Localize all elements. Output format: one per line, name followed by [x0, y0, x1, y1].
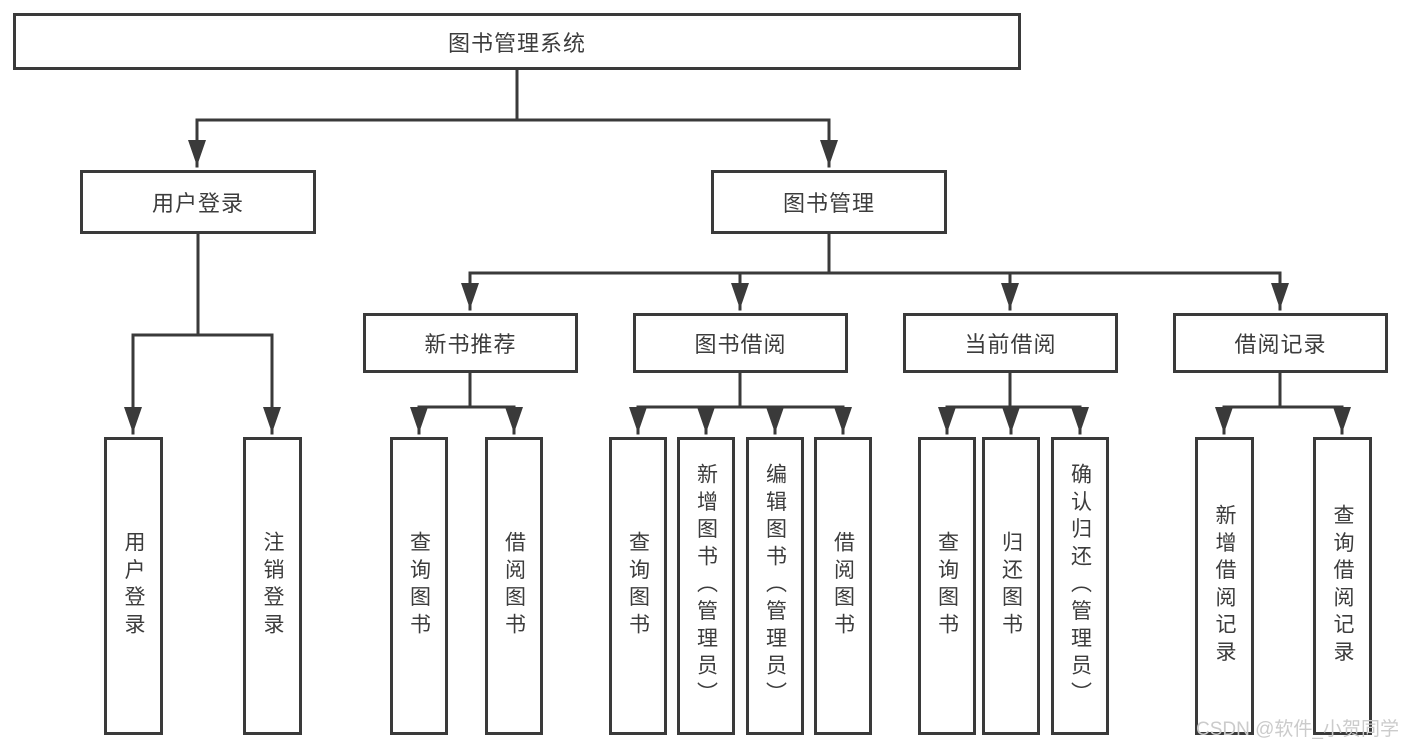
node-new-book-recommend-label: 新书推荐	[424, 332, 517, 357]
leaf-bb-borrow-books-label: 借阅图书	[831, 531, 855, 641]
leaf-logout-login: 注销登录	[243, 437, 302, 735]
leaf-br-add-record: 新增借阅记录	[1195, 437, 1254, 735]
leaf-cb-confirm-return-admin: 确认归还（管理员）	[1051, 437, 1109, 735]
leaf-logout-login-label: 注销登录	[261, 531, 284, 641]
leaf-nb-borrow-books: 借阅图书	[485, 437, 543, 735]
node-current-borrow-label: 当前借阅	[964, 332, 1057, 357]
leaf-cb-query-books: 查询图书	[918, 437, 976, 735]
leaf-cb-return-books-label: 归还图书	[999, 531, 1023, 641]
leaf-nb-query-books-label: 查询图书	[407, 531, 431, 641]
node-borrow-records: 借阅记录	[1173, 313, 1388, 373]
leaf-br-query-record: 查询借阅记录	[1313, 437, 1372, 735]
leaf-user-login: 用户登录	[104, 437, 163, 735]
node-user-login-label: 用户登录	[151, 191, 244, 216]
leaf-bb-borrow-books: 借阅图书	[814, 437, 872, 735]
node-root-label: 图书管理系统	[447, 30, 586, 56]
csdn-watermark: CSDN @软件_小贺同学	[1196, 719, 1399, 740]
node-book-management: 图书管理	[711, 170, 947, 234]
node-new-book-recommend: 新书推荐	[363, 313, 578, 373]
leaf-cb-return-books: 归还图书	[982, 437, 1040, 735]
node-book-management-label: 图书管理	[782, 191, 875, 216]
node-book-borrow: 图书借阅	[633, 313, 848, 373]
node-borrow-records-label: 借阅记录	[1234, 332, 1327, 357]
node-book-borrow-label: 图书借阅	[694, 332, 787, 357]
leaf-bb-add-books-admin-label: 新增图书（管理员）	[694, 463, 718, 709]
leaf-nb-query-books: 查询图书	[390, 437, 448, 735]
node-current-borrow: 当前借阅	[903, 313, 1118, 373]
node-library-management-system: 图书管理系统	[13, 13, 1021, 70]
leaf-cb-query-books-label: 查询图书	[935, 531, 959, 641]
leaf-nb-borrow-books-label: 借阅图书	[502, 531, 526, 641]
leaf-cb-confirm-return-admin-label: 确认归还（管理员）	[1068, 463, 1092, 709]
node-user-login: 用户登录	[80, 170, 316, 234]
leaf-user-login-label: 用户登录	[122, 531, 145, 641]
leaf-bb-query-books: 查询图书	[609, 437, 667, 735]
leaf-br-add-record-label: 新增借阅记录	[1213, 504, 1236, 668]
leaf-bb-edit-books-admin: 编辑图书（管理员）	[746, 437, 804, 735]
leaf-br-query-record-label: 查询借阅记录	[1331, 504, 1354, 668]
leaf-bb-edit-books-admin-label: 编辑图书（管理员）	[763, 463, 787, 709]
leaf-bb-add-books-admin: 新增图书（管理员）	[677, 437, 735, 735]
leaf-bb-query-books-label: 查询图书	[626, 531, 650, 641]
